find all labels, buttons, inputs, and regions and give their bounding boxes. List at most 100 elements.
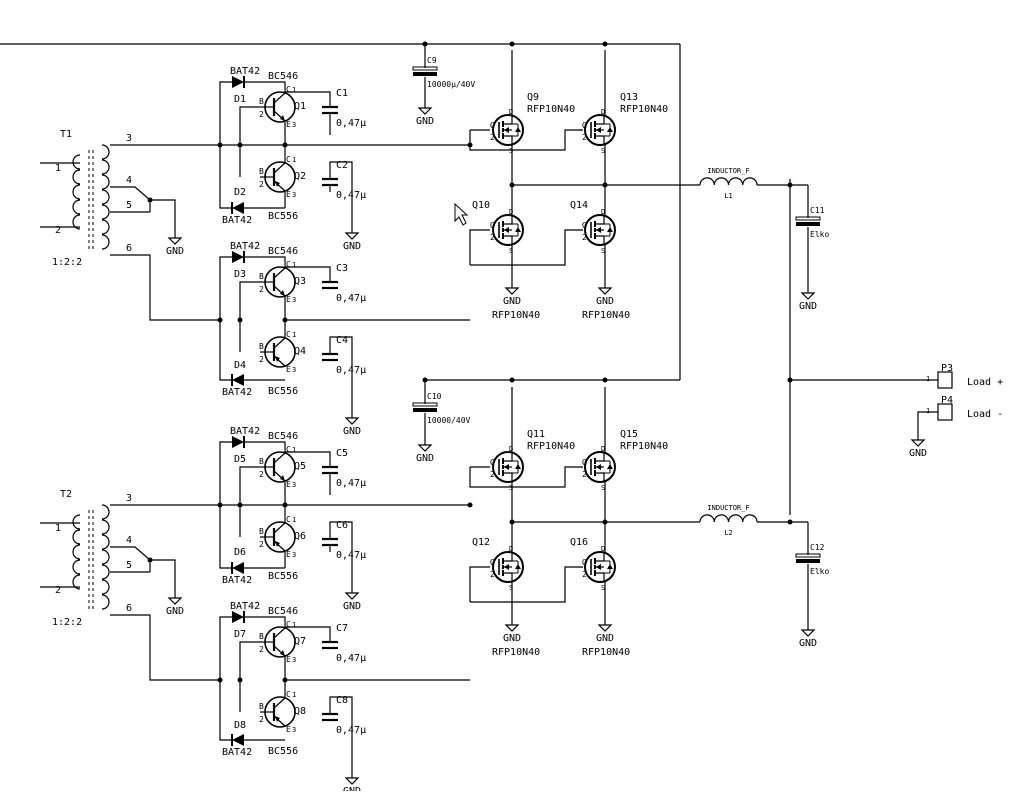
ground-symbol — [504, 280, 520, 295]
pin-label: S — [509, 247, 513, 255]
capacitor-ref: C7 — [336, 623, 348, 634]
diode-ref: D4 — [234, 360, 246, 371]
pin-label: 2 — [582, 233, 587, 242]
pin-label: E — [286, 295, 291, 304]
wire — [150, 559, 176, 590]
transistor-value: BC556 — [268, 571, 298, 582]
transistor-ref: Q4 — [294, 346, 306, 357]
transistor-value: BC556 — [268, 746, 298, 757]
wire — [219, 441, 232, 505]
pin-label: 3 — [292, 656, 296, 664]
mosfet — [584, 451, 616, 483]
wire — [219, 505, 232, 569]
wire — [219, 616, 232, 680]
junction-dot — [509, 41, 515, 47]
wire — [239, 466, 260, 537]
pin-label: S — [601, 247, 605, 255]
bjt-transistor — [260, 626, 296, 658]
capacitor — [322, 537, 338, 547]
mosfet — [492, 451, 524, 483]
transistor-value: BC556 — [268, 211, 298, 222]
transistor-ref: Q7 — [294, 636, 306, 647]
electrolytic-capacitor — [412, 402, 438, 412]
ground-symbol — [800, 285, 816, 300]
capacitor-value: 0,47µ — [336, 365, 366, 376]
pin-label: 2 — [582, 133, 587, 142]
pin-number: 4 — [126, 175, 132, 186]
wire — [285, 266, 331, 282]
pin-label: D — [601, 208, 605, 216]
ground-symbol — [597, 280, 613, 295]
junction-dot — [467, 502, 473, 508]
arrow-cursor — [454, 202, 469, 226]
ground-symbol — [167, 230, 183, 245]
transformer-ratio: 1:2:2 — [52, 257, 82, 268]
junction-dot — [147, 557, 153, 563]
pin-label: 2 — [259, 285, 264, 294]
pin-label: 2 — [259, 470, 264, 479]
pin-label: S — [509, 484, 513, 492]
pin-label: C — [286, 330, 291, 339]
pin-label: S — [601, 484, 605, 492]
bjt-transistor — [260, 336, 296, 368]
diode-ref: D3 — [234, 269, 246, 280]
pin-label: E — [286, 120, 291, 129]
pin-label: G — [490, 558, 495, 567]
junction-dot — [602, 377, 608, 383]
junction-dot — [467, 142, 473, 148]
diode-ref: D8 — [234, 720, 246, 731]
pin-label: 2 — [490, 233, 495, 242]
ground-label: GND — [596, 633, 614, 644]
ground-label: GND — [799, 638, 817, 649]
wire — [244, 256, 286, 267]
diode-ref: D5 — [234, 454, 246, 465]
bjt-transistor — [260, 521, 296, 553]
ground-symbol — [167, 590, 183, 605]
wire — [150, 199, 176, 230]
diode-ref: D1 — [234, 94, 246, 105]
diode — [231, 562, 244, 574]
wire — [329, 696, 353, 770]
pin-label: B — [259, 342, 264, 351]
pin-label: D — [509, 208, 513, 216]
junction-dot — [282, 502, 288, 508]
pin-number: 3 — [126, 493, 132, 504]
mosfet-value: RFP10N40 — [527, 441, 575, 452]
pin-label: B — [259, 632, 264, 641]
capacitor-ref: C11 — [810, 206, 825, 215]
ground-label: GND — [416, 116, 434, 127]
pin-label: 1 — [292, 446, 296, 454]
wire — [329, 521, 353, 585]
pin-label: 1 — [292, 86, 296, 94]
pin-label: 3 — [292, 121, 296, 129]
pin-label: 2 — [582, 470, 587, 479]
wire — [219, 256, 232, 320]
ground-label: GND — [343, 241, 361, 252]
mosfet-ref: Q10 — [472, 200, 490, 211]
ground-symbol — [344, 585, 360, 600]
mosfet — [492, 214, 524, 246]
mosfet-value: RFP10N40 — [620, 441, 668, 452]
pin-label: E — [286, 550, 291, 559]
pin-label: C — [286, 515, 291, 524]
mosfet-value: RFP10N40 — [492, 647, 540, 658]
diode-ref: D6 — [234, 547, 246, 558]
diode-value: BAT42 — [222, 215, 252, 226]
pin-label: 3 — [292, 481, 296, 489]
pin-label: S — [509, 147, 513, 155]
capacitor-value: 10000/40V — [427, 416, 471, 425]
electrolytic-capacitor — [795, 553, 821, 563]
ground-label: GND — [596, 296, 614, 307]
bjt-transistor — [260, 266, 296, 298]
capacitor — [322, 105, 338, 115]
pin-label: G — [582, 458, 587, 467]
pin-label: 1 — [292, 261, 296, 269]
wire — [244, 441, 286, 452]
pin-label: 3 — [292, 551, 296, 559]
mosfet — [492, 114, 524, 146]
transformer — [72, 144, 110, 250]
connector-label: Load + — [967, 377, 1003, 388]
pin-label: 1 — [292, 156, 296, 164]
